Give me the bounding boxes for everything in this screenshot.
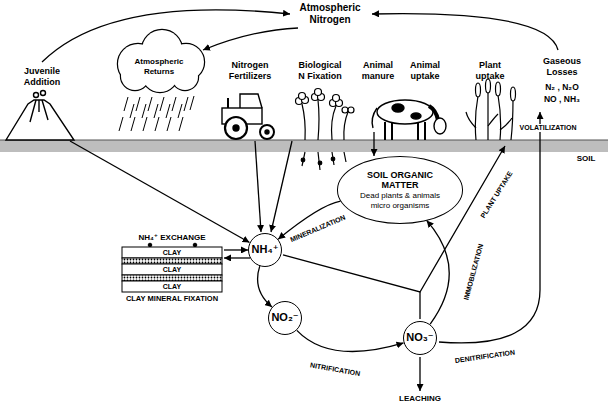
- flow-arrow: [427, 220, 450, 324]
- clay-layers-figure: [122, 243, 222, 292]
- cloud-figure: [118, 30, 204, 92]
- text-stack: SOIL ORGANIC MATTERDead plants & animals…: [356, 170, 444, 211]
- legume-figure: [296, 89, 355, 171]
- flow-lines: [42, 10, 558, 391]
- diagram-label: CLAY: [163, 247, 181, 258]
- tractor-figure: [222, 94, 274, 139]
- diagram-label: Atmospheric Returns: [129, 57, 189, 76]
- diagram-label: Atmospheric Nitrogen: [294, 2, 366, 26]
- ion-circle: NH₄⁺: [248, 233, 282, 267]
- diagram-label: Juvenile Addition: [16, 66, 68, 88]
- node-text: Dead plants & animals micro organisms: [356, 191, 444, 210]
- diagram-label: DENITRIFICATION: [454, 349, 515, 366]
- flow-arrow: [224, 257, 250, 258]
- cow-figure: [372, 100, 446, 140]
- wheat-figure: [466, 79, 516, 140]
- diagram-label: CLAY: [163, 264, 181, 275]
- diagram-label: Plant uptake: [469, 60, 511, 82]
- ion-circle: NO₂⁻: [268, 301, 302, 335]
- diagram-label: VOLATILIZATION: [518, 124, 579, 132]
- flow-arrow: [258, 266, 272, 307]
- text-stack: NO₂⁻: [271, 311, 298, 324]
- node-text: NH₄⁺ EXCHANGE: [138, 232, 205, 243]
- diagram-label: Nitrogen Fertilizers: [219, 60, 281, 82]
- soil-band: [0, 140, 608, 152]
- flow-arrow: [224, 249, 248, 250]
- diagram-label: NO , NH₃: [544, 94, 580, 104]
- diagram-label: N₂ , N₂O: [545, 82, 579, 92]
- diagram-label: SOIL: [577, 154, 596, 164]
- diagram-label: PLANT UPTAKE: [478, 168, 516, 221]
- flow-arrow: [297, 330, 404, 351]
- organic-matter-pool: SOIL ORGANIC MATTERDead plants & animals…: [337, 156, 463, 223]
- diagram-label: CLAY: [163, 281, 181, 292]
- process-label: NITRIFICATION: [307, 361, 362, 379]
- node-text: SOIL ORGANIC MATTER: [364, 170, 436, 192]
- diagram-label: Animal manure: [357, 60, 399, 82]
- process-label: IMMOBILIZATION: [462, 241, 486, 303]
- node-text: NH₄⁺: [252, 243, 279, 256]
- volcano-figure: [6, 91, 74, 141]
- node-text: NO₂⁻: [271, 311, 298, 324]
- node-text: CLAY MINERAL FIXATION: [126, 294, 218, 304]
- text-stack: NO₃⁻: [406, 331, 433, 344]
- diagram-label: Animal uptake: [404, 60, 446, 82]
- node-text: NO₃⁻: [406, 331, 433, 344]
- diagram-label: Biological N Fixation: [296, 60, 344, 82]
- ion-circle: NO₃⁻: [403, 321, 437, 355]
- process-label: MINERALIZATION: [287, 213, 349, 245]
- diagram-label: LEACHING: [399, 394, 441, 404]
- rain-figure: [119, 96, 194, 131]
- text-stack: NH₄⁺: [252, 243, 279, 256]
- diagram-label: Gaseous Losses: [537, 56, 587, 78]
